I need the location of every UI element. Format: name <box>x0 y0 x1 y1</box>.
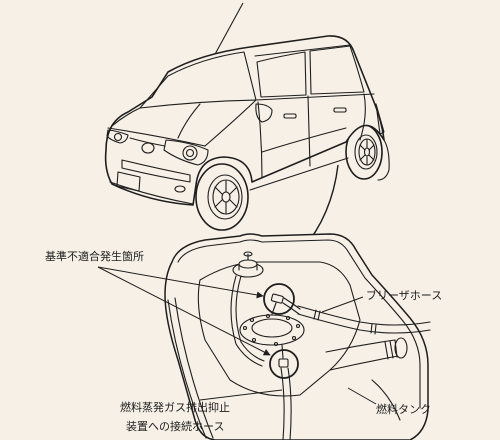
rear-lamp <box>375 103 385 135</box>
headlight-far <box>106 129 129 144</box>
tank-flange <box>177 239 421 409</box>
front-side-window <box>256 51 307 98</box>
rear-side-window <box>309 45 365 95</box>
rear-door-edge <box>359 93 366 141</box>
breather-hose-label: ブリーザホース <box>366 289 443 302</box>
leader-lines <box>97 266 377 405</box>
tank-side-seam <box>371 379 401 421</box>
evap-connection-hose <box>280 367 292 440</box>
nonconformity-arrow-upper <box>97 266 264 299</box>
car-body-outline <box>104 35 385 206</box>
fuel-tank-leader <box>347 387 377 405</box>
nonconformity-circle-upper <box>263 283 295 315</box>
car-illustration <box>104 35 390 231</box>
fog-light <box>174 185 186 193</box>
nonconformity-location-label: 基準不適合発生箇所 <box>45 250 144 263</box>
front-wheel <box>195 163 249 231</box>
fuel-tank-illustration <box>164 233 431 440</box>
nonconformity-circle-lower <box>269 349 299 379</box>
rear-wheel <box>345 124 383 180</box>
front-bumper <box>109 181 194 205</box>
fuel-pump-fitting <box>232 251 264 278</box>
tank-strap <box>167 297 214 439</box>
emblem-icon <box>141 142 155 154</box>
evap-hose-leader <box>199 389 283 401</box>
fuel-tank-label: 燃料タンク <box>376 403 431 416</box>
breather-hose <box>297 305 431 335</box>
nonconformity-arrow-lower <box>97 266 271 356</box>
rear-door-handle <box>333 107 347 113</box>
rocker-panel <box>249 157 349 191</box>
hood-front-edge <box>107 127 206 147</box>
front-door-handle <box>283 113 297 119</box>
evap-hose-label-line2: 装置への接続ホース <box>126 420 225 433</box>
left-fuel-tube <box>230 275 265 367</box>
side-mirror <box>255 103 273 123</box>
breather-hose-leader <box>321 296 364 313</box>
side-character-line <box>261 127 347 153</box>
hood-side-edge <box>204 99 257 147</box>
evap-hose-label-line1: 燃料蒸発ガス排出抑止 <box>120 401 230 414</box>
lower-hose-connector <box>278 344 289 368</box>
hood-crease <box>111 103 201 139</box>
rear-bumper <box>377 139 390 181</box>
belt-line <box>255 93 375 101</box>
filler-neck-hose <box>325 337 408 371</box>
headlight-near <box>163 139 209 166</box>
sender-unit <box>239 313 305 347</box>
lower-grille <box>121 159 191 183</box>
front-door-edge <box>257 101 263 179</box>
door-split-line <box>307 95 311 167</box>
roof-drip-line <box>254 44 351 57</box>
